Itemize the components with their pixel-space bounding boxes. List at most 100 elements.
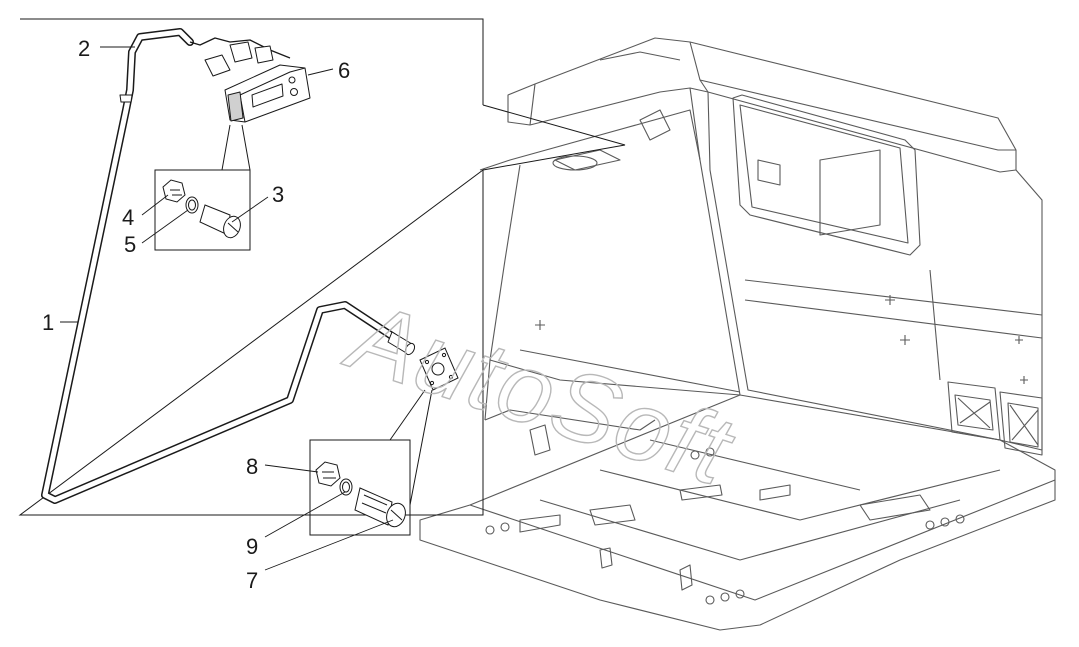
cab-floor-hole-6: [955, 514, 965, 524]
cab-rear-hatch: [554, 149, 621, 171]
leader-5: [141, 209, 189, 244]
oil-level-gauge: [189, 37, 311, 123]
cab-side-vent-right: [999, 391, 1043, 456]
flange-bolt-3: [448, 374, 454, 380]
nut-part-4: [162, 179, 186, 203]
cab-panel-seam: [929, 269, 941, 381]
leader-7: [264, 519, 394, 571]
subframe-upper-leaders: [221, 124, 251, 171]
callout-5: 5: [124, 232, 136, 257]
callout-9: 9: [246, 534, 258, 559]
cab-interior-box: [819, 149, 881, 236]
flange-bolt-4: [429, 380, 435, 386]
cab-window-latch: [757, 159, 781, 186]
nut-part-8-facets: [322, 471, 336, 479]
cab-fastener-mark-2: [535, 320, 545, 330]
cab-floor-stud: [679, 564, 693, 591]
cab-fastener-marks: [885, 295, 1028, 384]
oil-pipe: [41, 28, 416, 504]
callout-1: 1: [42, 310, 54, 335]
gauge-connector-3: [254, 45, 274, 64]
pipe-clamp: [119, 94, 133, 103]
cab-floor-hole-2: [720, 592, 730, 602]
cab-floor-plate-3: [649, 439, 861, 491]
subframe-lower-leaders: [389, 389, 433, 506]
leader-9: [264, 491, 346, 538]
detail-projection-lines: [482, 104, 626, 171]
leader-lines: [60, 46, 394, 571]
flange-bolt-2: [441, 352, 447, 358]
plug-part-3-slot: [227, 222, 239, 233]
cab-side-crease-2: [744, 299, 1043, 339]
callout-6: 6: [338, 58, 350, 83]
gauge-face-edge: [239, 67, 306, 123]
cab-side-window-glass: [739, 104, 909, 244]
gauge-side-panel: [227, 91, 244, 122]
callout-8: 8: [246, 454, 258, 479]
subframe-lower-box: [309, 439, 411, 536]
cab-floor-inner-edge: [519, 349, 741, 393]
cab-floor-bracket-1: [589, 504, 636, 526]
cab-floor-hole-9: [690, 450, 700, 460]
flange-bolt-1: [424, 359, 430, 365]
flange-plate: [419, 347, 459, 391]
cab-floor-rail: [484, 409, 656, 431]
cab-floor-platform: [419, 394, 1056, 631]
detail-frame: [18, 18, 626, 516]
washer-part-5-hole: [188, 199, 196, 211]
cab-floor-bracket-3: [759, 484, 791, 501]
washer-part-9-hole: [342, 481, 350, 493]
tractor-cab-drawing: [419, 37, 1056, 631]
flange-plate-hole: [431, 362, 445, 376]
cab-floor-bracket-2: [679, 484, 723, 501]
cab-floor-vent: [859, 494, 931, 521]
cab-floor-pedal-mount: [529, 424, 551, 456]
gauge-button-1: [288, 76, 296, 84]
plug-part-7-threads: [361, 494, 388, 514]
cab-floor-plate-2: [539, 499, 961, 561]
cab-floor-hole-8: [500, 522, 510, 532]
upper-fittings: [162, 179, 241, 239]
cab-floor-hole-7: [485, 525, 495, 535]
cab-floor-back-edge: [489, 359, 741, 396]
detail-frame-border: [18, 18, 484, 516]
subframe-upper: [154, 124, 251, 251]
lower-fittings: [315, 461, 406, 528]
gauge-button-2: [290, 88, 298, 96]
cab-side-crease-1: [744, 279, 1043, 316]
subframe-upper-box: [154, 169, 251, 251]
callout-7: 7: [246, 568, 258, 593]
subframe-lower: [309, 389, 433, 536]
cab-roof-vent: [599, 51, 681, 61]
cab-side-vent-left-grille: [954, 394, 994, 431]
cab-floor-plate-1: [599, 469, 1001, 521]
cab-rear-wall-top: [479, 109, 701, 171]
cab-floor-hole-5: [940, 517, 950, 527]
callout-labels: 2 6 3 4 5 1 8 9 7: [42, 36, 350, 593]
plug-part-7-slot: [390, 509, 403, 521]
cab-rear-opening: [552, 155, 598, 171]
leader-3: [231, 196, 269, 223]
nut-part-4-facets: [170, 189, 182, 196]
nut-part-8: [315, 461, 341, 487]
leader-6: [307, 68, 334, 76]
cab-inner-detail: [639, 109, 671, 141]
pipe-end-opening: [404, 342, 416, 356]
cab-floor-edge-front: [469, 479, 1056, 601]
callout-2: 2: [78, 36, 90, 61]
cab-roof: [507, 37, 1017, 173]
cab-floor-bracket-4: [519, 514, 561, 533]
cab-side-window-frame: [732, 94, 921, 256]
cab-floor-hole-10: [705, 447, 715, 457]
cab-floor-hole-1: [705, 595, 715, 605]
cab-floor-stud-2: [599, 547, 613, 569]
gauge-display: [251, 83, 284, 108]
plug-part-7-body: [354, 487, 393, 526]
cab-side-vent-right-grille: [1007, 402, 1039, 448]
gauge-connector-2: [229, 41, 253, 63]
callout-3: 3: [272, 182, 284, 207]
gauge-connector-1: [204, 54, 231, 77]
callout-4: 4: [122, 205, 134, 230]
cab-rear-pillar-left: [484, 164, 521, 421]
